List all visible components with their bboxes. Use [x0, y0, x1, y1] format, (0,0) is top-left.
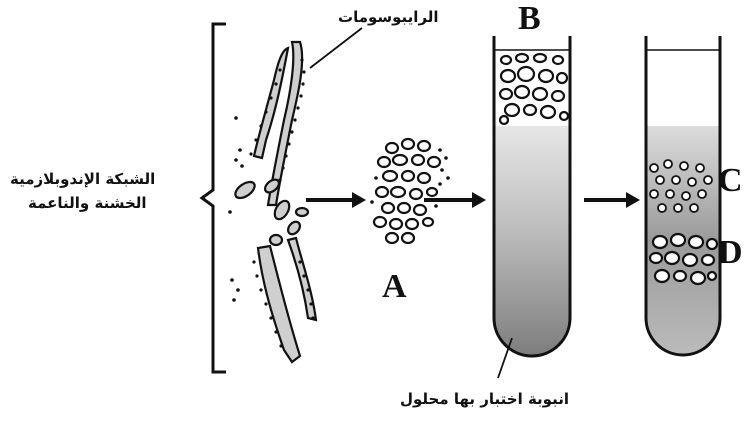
label-d: D [718, 234, 743, 272]
er-cisterna [258, 246, 300, 362]
er-label-line1: الشبكة الإندوبلازمية [10, 170, 155, 188]
ribosome-pointer [310, 28, 362, 68]
layer-d-vesicles [650, 234, 717, 284]
test-tube-cd [646, 36, 720, 355]
label-a: A [382, 268, 407, 306]
er-vesicle [233, 179, 258, 201]
fraction-a-vesicles [374, 139, 440, 243]
er-cisterna [288, 238, 316, 320]
label-b: B [518, 0, 541, 38]
arrows [306, 192, 640, 208]
er-vesicle [286, 219, 303, 236]
bracket [202, 24, 226, 372]
er-label-line2: الخشنة والناعمة [28, 194, 147, 212]
endoplasmic-reticulum [233, 42, 316, 362]
test-tube-b [494, 36, 570, 356]
er-vesicle [270, 235, 282, 245]
er-vesicle [296, 208, 308, 216]
tube-b-liquid [494, 126, 570, 356]
ribosomes-label: الرايبوسومات [338, 8, 439, 26]
tube-b-pellet [500, 54, 568, 124]
test-tube-label: انبوبة اختبار بها محلول [400, 390, 569, 408]
label-c: C [718, 162, 743, 200]
